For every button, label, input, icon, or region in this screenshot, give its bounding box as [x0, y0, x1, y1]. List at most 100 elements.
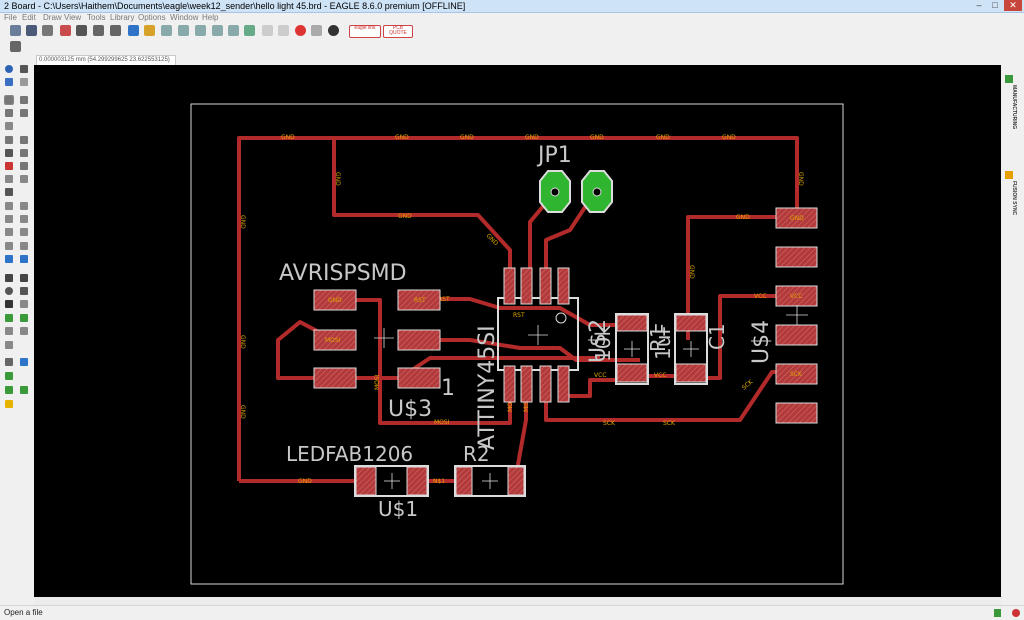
label-u4: U$4 [749, 320, 774, 364]
select-icon[interactable] [4, 95, 14, 105]
layers-icon[interactable] [5, 78, 13, 86]
cam-icon[interactable] [60, 25, 71, 36]
gateswap-icon[interactable] [20, 242, 28, 250]
trace-label: MOSI [374, 374, 381, 390]
manufacturing-icon[interactable] [1005, 75, 1013, 83]
arc-icon[interactable] [20, 287, 28, 295]
redraw-icon[interactable] [244, 25, 255, 36]
menu-view[interactable]: View [64, 13, 82, 22]
pcb-quote-logo[interactable]: PCB QUOTE [383, 25, 413, 38]
open-icon[interactable] [10, 25, 21, 36]
route-icon[interactable] [5, 255, 13, 263]
optimize-icon[interactable] [20, 175, 28, 183]
library-icon[interactable] [110, 25, 121, 36]
menu-options[interactable]: Options [138, 13, 166, 22]
group-icon[interactable] [5, 136, 13, 144]
copy-icon[interactable] [20, 136, 28, 144]
save-icon[interactable] [26, 25, 37, 36]
help-icon[interactable] [328, 25, 339, 36]
signal-icon[interactable] [20, 314, 28, 322]
meander-icon[interactable] [5, 242, 13, 250]
info-icon[interactable] [5, 65, 13, 73]
grid-icon[interactable] [10, 41, 21, 52]
board-canvas[interactable]: GND GND GND GND GND GND GND GND GND GND … [34, 65, 1001, 597]
lock-icon[interactable] [5, 188, 13, 196]
pinswap-icon[interactable] [20, 228, 28, 236]
add-icon[interactable] [5, 162, 13, 170]
trace-label: VCC [594, 372, 606, 379]
horizontal-scrollbar[interactable] [34, 597, 1001, 605]
go-icon[interactable] [311, 25, 322, 36]
trace-label: GND [590, 134, 604, 141]
schematic-icon[interactable] [93, 25, 104, 36]
jp1-header[interactable] [539, 170, 613, 213]
menu-help[interactable]: Help [202, 13, 219, 22]
smash-icon[interactable] [20, 202, 28, 210]
ratsnest-icon[interactable] [5, 358, 13, 366]
align-icon[interactable] [5, 122, 13, 130]
circle-icon[interactable] [5, 287, 13, 295]
slice-icon[interactable] [5, 228, 13, 236]
erc-icon[interactable] [5, 372, 13, 380]
warning-icon[interactable] [5, 400, 13, 408]
miter-icon[interactable] [5, 202, 13, 210]
zoom-select-icon[interactable] [212, 25, 223, 36]
undo-icon[interactable] [262, 25, 273, 36]
zoom-in-icon[interactable] [178, 25, 189, 36]
replace-icon[interactable] [20, 162, 28, 170]
zoom-last-icon[interactable] [228, 25, 239, 36]
ulp-icon[interactable] [128, 25, 139, 36]
text-icon[interactable] [20, 274, 28, 282]
script-icon[interactable] [144, 25, 155, 36]
wire-icon[interactable] [5, 274, 13, 282]
label-c1: C1 [705, 323, 729, 350]
via-icon[interactable] [5, 314, 13, 322]
zoom-fit-icon[interactable] [161, 25, 172, 36]
rotate-icon[interactable] [20, 109, 28, 117]
print-icon[interactable] [42, 25, 53, 36]
ftdi-header[interactable] [775, 207, 818, 424]
menu-window[interactable]: Window [170, 13, 199, 22]
menu-draw[interactable]: Draw [43, 13, 62, 22]
ripup-icon[interactable] [20, 255, 28, 263]
dimension-icon[interactable] [5, 341, 13, 349]
r1-resistor[interactable] [615, 313, 649, 385]
hole-icon[interactable] [5, 327, 13, 335]
close-button[interactable]: ✕ [1004, 0, 1022, 11]
move-icon[interactable] [20, 96, 28, 104]
name-icon[interactable] [5, 215, 13, 223]
redo-icon[interactable] [278, 25, 289, 36]
stop-icon[interactable] [295, 25, 306, 36]
drc-icon[interactable] [5, 386, 13, 394]
mirror-icon[interactable] [5, 109, 13, 117]
r2-resistor[interactable] [454, 465, 526, 497]
errors-icon[interactable] [20, 386, 28, 394]
menu-tools[interactable]: Tools [87, 13, 106, 22]
c1-capacitor[interactable] [674, 313, 708, 385]
minimize-button[interactable]: – [976, 0, 982, 10]
fusion-sync-tab[interactable]: FUSION SYNC [1011, 181, 1017, 216]
board-icon[interactable] [76, 25, 87, 36]
mark-icon[interactable] [20, 78, 28, 86]
polygon-icon[interactable] [20, 300, 28, 308]
split-icon[interactable] [5, 175, 13, 183]
maximize-button[interactable]: □ [992, 0, 998, 10]
rect-icon[interactable] [5, 300, 13, 308]
menu-library[interactable]: Library [110, 13, 135, 22]
manufacturing-tab[interactable]: MANUFACTURING [1011, 85, 1017, 130]
menu-edit[interactable]: Edit [22, 13, 36, 22]
eagle-link-logo[interactable]: eagle link [349, 25, 381, 38]
autorouter-icon[interactable] [20, 358, 28, 366]
led[interactable] [354, 465, 429, 497]
attiny-chip[interactable] [497, 267, 579, 403]
avrisp-header[interactable] [313, 289, 441, 389]
menu-file[interactable]: File [4, 13, 17, 22]
attribute-icon[interactable] [20, 327, 28, 335]
delete-icon[interactable] [5, 149, 13, 157]
stop-indicator-icon [1012, 609, 1020, 617]
fusion-sync-icon[interactable] [1005, 171, 1013, 179]
show-icon[interactable] [20, 65, 28, 73]
zoom-out-icon[interactable] [195, 25, 206, 36]
wrench-icon[interactable] [20, 149, 28, 157]
value-icon[interactable] [20, 215, 28, 223]
